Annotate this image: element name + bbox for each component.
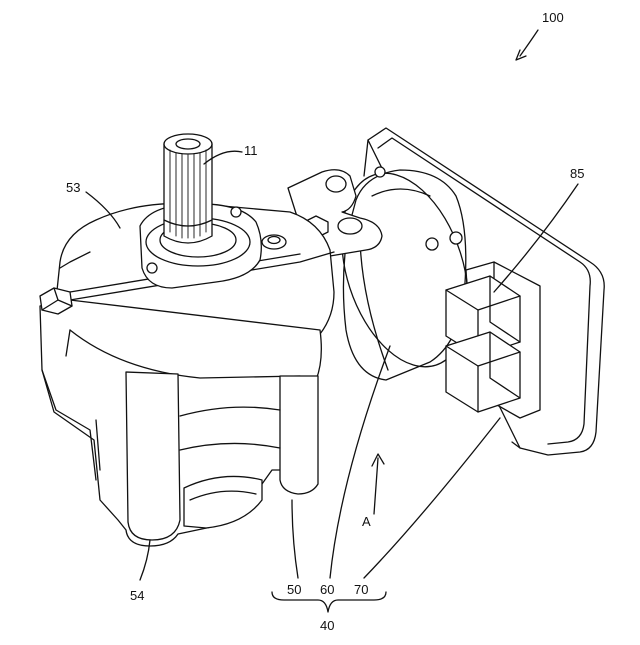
connector-plugs (446, 276, 520, 412)
label-70: 70 (354, 582, 368, 597)
label-A: A (362, 514, 371, 529)
label-100: 100 (542, 10, 564, 25)
label-85: 85 (570, 166, 584, 181)
label-60: 60 (320, 582, 334, 597)
label-50: 50 (287, 582, 301, 597)
label-54: 54 (130, 588, 144, 603)
spline-shaft (164, 134, 212, 243)
label-40: 40 (320, 618, 334, 633)
label-53: 53 (66, 180, 80, 195)
label-11: 11 (244, 143, 258, 158)
